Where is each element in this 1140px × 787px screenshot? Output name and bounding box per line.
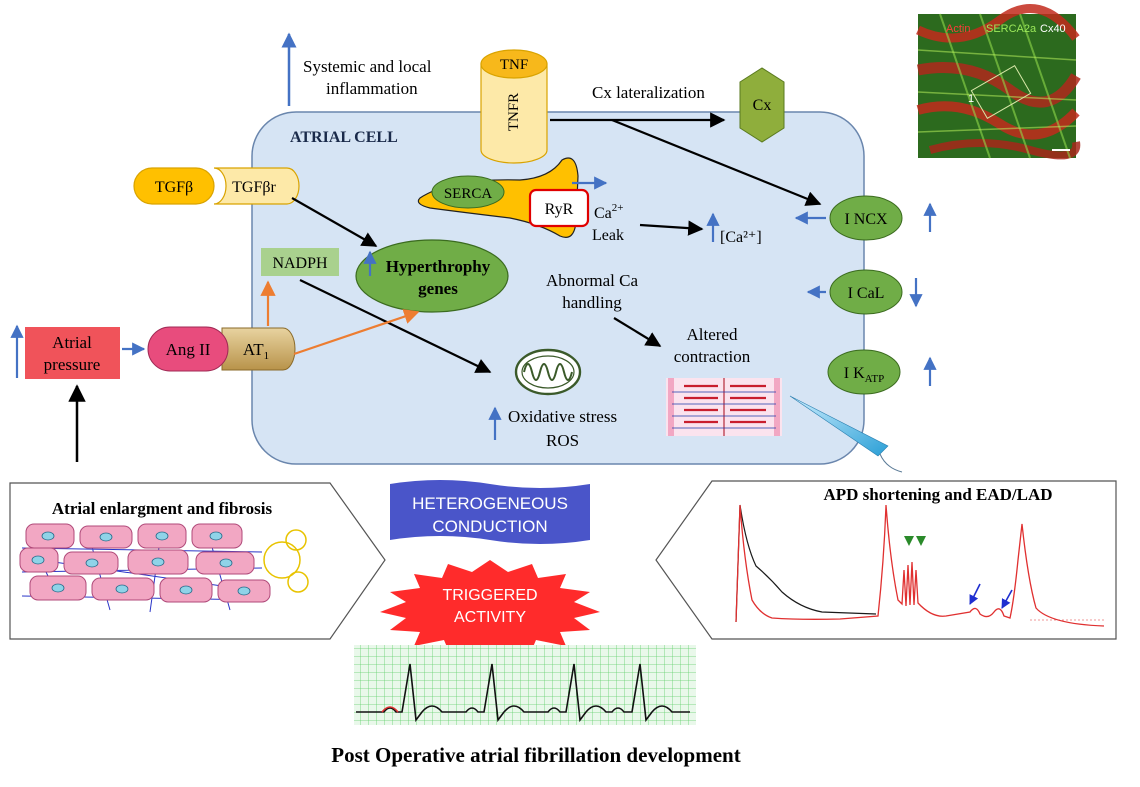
triggered-activity-burst xyxy=(380,560,600,660)
inflammation-label-2: inflammation xyxy=(326,79,418,98)
incx-label: I NCX xyxy=(844,211,888,228)
nadph-to-ros-arrow xyxy=(299,279,492,373)
nadph-box xyxy=(261,248,339,276)
nadph-label: NADPH xyxy=(272,255,328,272)
at1-to-hypertrophy-arrow xyxy=(293,309,420,356)
ead-arrow-1 xyxy=(969,583,981,605)
altered-contraction-label-1: Altered xyxy=(687,325,738,344)
mitochondrion xyxy=(514,348,582,396)
fibrosis-illustration xyxy=(19,523,309,613)
hypertrophy-label-1: Hyperthrophy xyxy=(386,257,491,276)
ryr-label: RyR xyxy=(545,201,574,218)
heterogeneous-label-2: CONDUCTION xyxy=(432,517,547,536)
tgfbr-receptor xyxy=(213,167,300,205)
action-potential-traces xyxy=(735,504,1105,627)
heterogeneous-label-1: HETEROGENEOUS xyxy=(412,494,568,513)
connexin-node xyxy=(739,67,785,143)
sarcomere-illustration xyxy=(666,378,782,436)
triggered-label-2: ACTIVITY xyxy=(454,609,526,626)
recording-electrode xyxy=(789,395,903,473)
microscopy-image xyxy=(916,3,1081,160)
hypertrophy-label-2: genes xyxy=(418,279,458,298)
ros-label: ROS xyxy=(546,431,579,450)
micro-region-number: 1 xyxy=(968,93,974,105)
hypertrophy-genes-node xyxy=(355,239,509,313)
apd-panel xyxy=(655,480,1117,640)
ical-label: I CaL xyxy=(848,285,885,302)
at1-receptor xyxy=(221,327,296,371)
micro-label-cx40: Cx40 xyxy=(1040,23,1066,35)
atrial-cell-label: ATRIAL CELL xyxy=(290,129,398,146)
angii-label: Ang II xyxy=(166,340,211,359)
ikatp-channel xyxy=(827,349,901,395)
atrial-pressure-label-1: Atrial xyxy=(52,333,92,352)
inflammation-label-1: Systemic and local xyxy=(303,57,432,76)
connexin-label: Cx xyxy=(753,97,772,114)
atrial-pressure-box xyxy=(25,327,120,379)
tgfb-ligand xyxy=(133,167,215,205)
tgfb-label: TGFβ xyxy=(155,179,193,196)
ryr-channel xyxy=(528,188,590,228)
fibrosis-panel-title: Atrial enlargment and fibrosis xyxy=(52,499,273,518)
abnormal-ca-label-2: handling xyxy=(562,293,622,312)
oxidative-stress-label: Oxidative stress xyxy=(508,407,617,426)
ca-concentration-label: [Ca²⁺] xyxy=(720,229,762,246)
tnfr-label: TNFR xyxy=(506,93,522,131)
tnf-receptor xyxy=(480,49,548,164)
serca-pump xyxy=(431,175,505,209)
atrial-pressure-label-2: pressure xyxy=(44,355,101,374)
footer-title: Post Operative atrial fibrillation devel… xyxy=(331,743,740,767)
ca-leak-label-1: Ca2+ xyxy=(594,202,624,222)
serca-label: SERCA xyxy=(444,186,493,202)
ikatp-label: I KATP xyxy=(844,365,884,385)
micro-label-serca2a: SERCA2a xyxy=(986,23,1037,35)
micro-label-actin: Actin xyxy=(946,23,970,35)
ical-channel xyxy=(829,269,903,315)
ead-arrow-2 xyxy=(1001,589,1013,609)
heterogeneous-conduction-banner xyxy=(390,480,590,544)
ca-leak-label-2: Leak xyxy=(592,227,624,244)
tnf-to-incx-arrow xyxy=(611,118,822,206)
incx-channel xyxy=(829,195,903,241)
triggered-label-1: TRIGGERED xyxy=(442,587,537,604)
tgfbr-to-hypertrophy-arrow xyxy=(291,197,378,247)
abnormal-ca-to-contraction-arrow xyxy=(613,317,662,347)
leak-to-ca-arrow xyxy=(639,220,704,236)
at1-label: AT1 xyxy=(243,340,269,362)
altered-contraction-label-2: contraction xyxy=(674,347,751,366)
angii-ligand xyxy=(147,326,229,372)
tgfbr-label: TGFβr xyxy=(232,179,276,196)
tnf-label: TNF xyxy=(500,57,528,73)
cx-lateralization-label: Cx lateralization xyxy=(592,83,705,102)
abnormal-ca-label-1: Abnormal Ca xyxy=(546,271,639,290)
ecg-strip xyxy=(354,645,696,725)
apd-panel-title: APD shortening and EAD/LAD xyxy=(823,485,1052,504)
